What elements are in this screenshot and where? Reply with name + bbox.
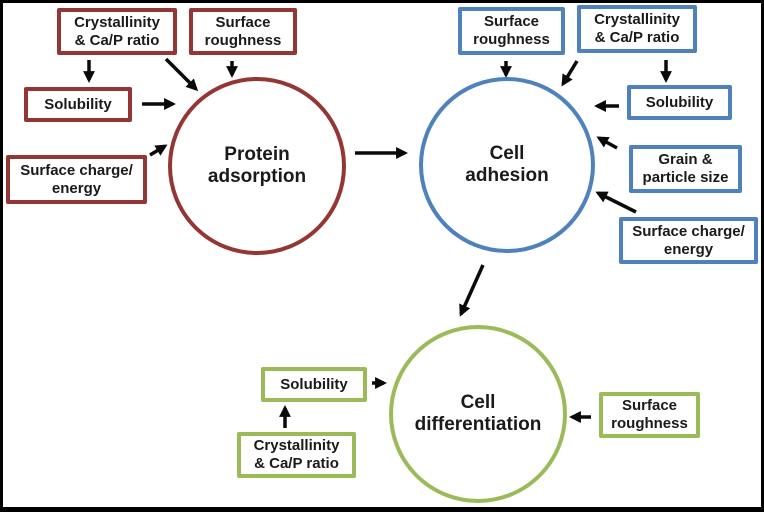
differentiation-factor-box-surface-roughness: Surface roughness <box>599 392 700 438</box>
adhesion-factor-box-crystallinity: Crystallinity & Ca/P ratio <box>577 5 697 53</box>
cell-differentiation-circle: Cell differentiation <box>389 325 567 503</box>
cell-adhesion-circle: Cell adhesion <box>419 77 595 253</box>
adhesion-factor-box-surface-roughness: Surface roughness <box>458 7 565 55</box>
protein-factor-box-surface-roughness: Surface roughness <box>189 8 297 55</box>
adhesion-factor-label-solubility: Solubility <box>645 93 714 111</box>
differentiation-factor-label-solubility: Solubility <box>280 375 348 393</box>
adhesion-factor-label-grain-size: Grain & particle size <box>642 151 729 186</box>
protein-factor-label-surface-roughness: Surface roughness <box>204 13 282 49</box>
protein-factor-box-surface-charge: Surface charge/ energy <box>6 155 147 204</box>
diagram-canvas: Crystallinity & Ca/P ratio Surface rough… <box>3 3 761 507</box>
protein-adsorption-circle: Protein adsorption <box>168 77 346 255</box>
arrow-red-surface-charge-to-protein-circle <box>149 144 168 157</box>
cell-differentiation-circle-label: Cell differentiation <box>414 392 542 435</box>
cell-adhesion-circle-label: Cell adhesion <box>465 143 549 186</box>
differentiation-factor-label-crystallinity: Crystallinity & Ca/P ratio <box>253 437 340 472</box>
arrow-blue-crystallinity-to-adhesion-circle <box>561 60 579 87</box>
adhesion-factor-box-solubility: Solubility <box>627 85 732 120</box>
differentiation-factor-box-solubility: Solubility <box>261 367 367 402</box>
adhesion-factor-label-crystallinity: Crystallinity & Ca/P ratio <box>594 11 680 46</box>
adhesion-factor-label-surface-charge: Surface charge/ energy <box>632 222 745 258</box>
protein-factor-box-solubility: Solubility <box>24 87 132 122</box>
arrow-cell-adhesion-to-cell-differentiation <box>459 264 485 317</box>
differentiation-factor-box-crystallinity: Crystallinity & Ca/P ratio <box>237 432 356 478</box>
arrow-red-crystallinity-to-protein-circle <box>164 57 199 92</box>
protein-factor-label-surface-charge: Surface charge/ energy <box>20 161 133 197</box>
adhesion-factor-label-surface-roughness: Surface roughness <box>473 13 550 48</box>
adhesion-factor-box-surface-charge: Surface charge/ energy <box>619 217 758 264</box>
protein-factor-box-crystallinity: Crystallinity & Ca/P ratio <box>57 8 177 55</box>
arrow-blue-surface-charge-to-adhesion-circle <box>595 191 637 214</box>
differentiation-factor-label-surface-roughness: Surface roughness <box>611 397 688 432</box>
protein-adsorption-circle-label: Protein adsorption <box>207 144 307 187</box>
protein-factor-label-solubility: Solubility <box>44 95 112 113</box>
protein-factor-label-crystallinity: Crystallinity & Ca/P ratio <box>74 13 160 49</box>
adhesion-factor-box-grain-size: Grain & particle size <box>629 145 742 193</box>
arrow-blue-grain-size-to-adhesion-circle <box>596 136 618 150</box>
